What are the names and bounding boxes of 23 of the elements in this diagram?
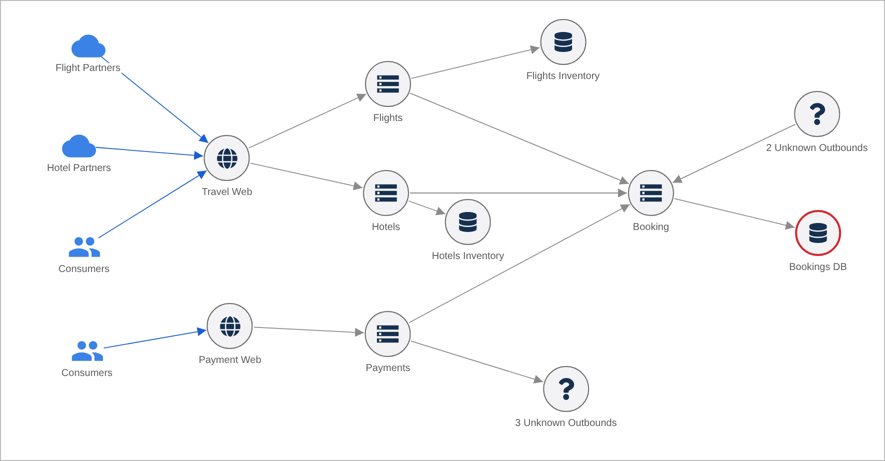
arrow — [254, 326, 364, 337]
node-label: Flight Partners — [54, 63, 122, 76]
arrow — [672, 124, 796, 184]
arrow — [98, 170, 208, 238]
arrow — [410, 188, 628, 198]
arrow — [250, 162, 363, 190]
arrow — [96, 146, 204, 160]
arrow — [674, 198, 796, 230]
arrow — [408, 204, 630, 324]
arrow — [410, 340, 544, 384]
node-label: Booking — [632, 222, 670, 234]
arrow — [410, 45, 540, 79]
node-label: Payment Web — [198, 355, 262, 368]
arrow — [408, 200, 446, 216]
node-label: Bookings DB — [788, 262, 848, 274]
arrow — [100, 56, 209, 144]
node-label: Hotels Inventory — [430, 251, 506, 264]
arrow — [103, 327, 207, 349]
node-label: Flights Inventory — [525, 71, 601, 84]
node-label: Flights — [372, 113, 404, 126]
node-label: Payments — [364, 363, 412, 376]
arrow — [410, 92, 630, 185]
arrow — [248, 94, 367, 148]
